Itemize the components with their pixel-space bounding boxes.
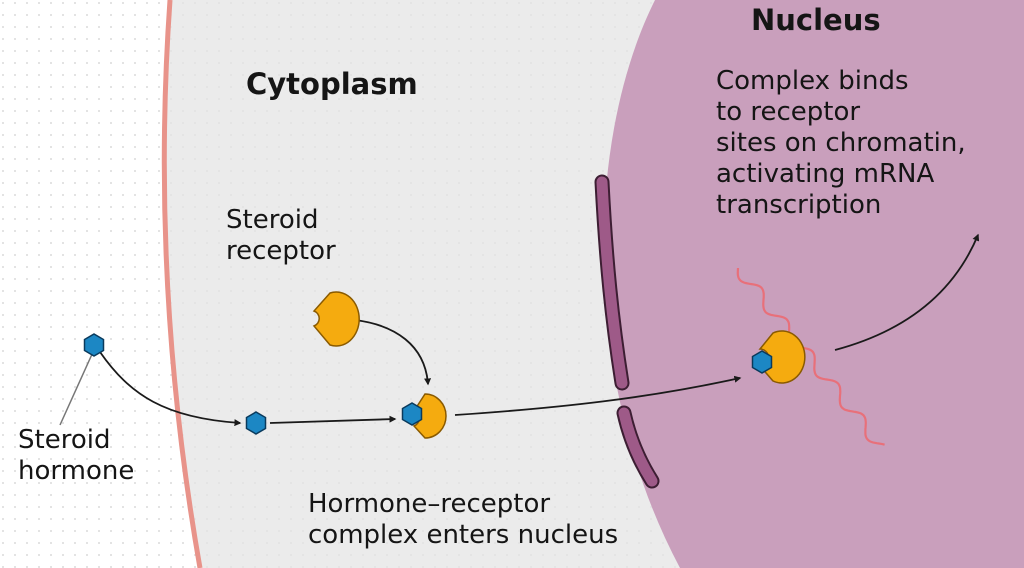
complex-binds-chromatin-label: Complex binds to receptor sites on chrom… [716,66,966,221]
receptor-to-binding-arrow [354,319,432,386]
complex-binds-label-line: to receptor [716,97,861,127]
complex-enters-nucleus-label: Hormone–receptor complex enters nucleus [308,489,618,551]
steroid-hormone-label-line: Steroid [18,425,111,455]
hormone-entry-arrow [99,351,242,427]
steroid-receptor-free [312,291,360,347]
steroid-receptor-label: Steroid receptor [226,205,336,267]
complex-enters-label-line: Hormone–receptor [308,489,551,519]
steroid-receptor-label-line: receptor [226,236,336,266]
complex-to-nucleus-arrow [454,375,742,416]
cytoplasm-label: Cytoplasm [246,67,418,101]
complex-enters-label-line: complex enters nucleus [308,520,619,550]
complex-binds-label-line: activating mRNA [716,159,935,189]
hormone-label-pointer [59,351,94,426]
transcription-arrow [834,233,980,351]
steroid-hormone-label: Steroid hormone [18,425,134,487]
nucleus-label: Nucleus [751,3,881,37]
steroid-hormone-outside [83,333,105,357]
nuclear-envelope-lower [618,407,658,487]
hormone-to-receptor-arrow [269,415,397,424]
steroid-hormone-bound [401,402,423,426]
steroid-hormone-in-complex [751,350,773,374]
mrna-strand [736,267,885,446]
steroid-hormone-cytoplasm [245,411,267,435]
steroid-hormone-label-line: hormone [18,456,135,486]
steroid-receptor-label-line: Steroid [226,205,319,235]
complex-binds-label-line: transcription [716,190,882,220]
nucleus-region [603,0,1024,568]
complex-binds-label-line: Complex binds [716,66,909,96]
cell-membrane [161,0,203,568]
nuclear-envelope-upper [596,176,628,389]
complex-binds-label-line: sites on chromatin, [716,128,966,158]
